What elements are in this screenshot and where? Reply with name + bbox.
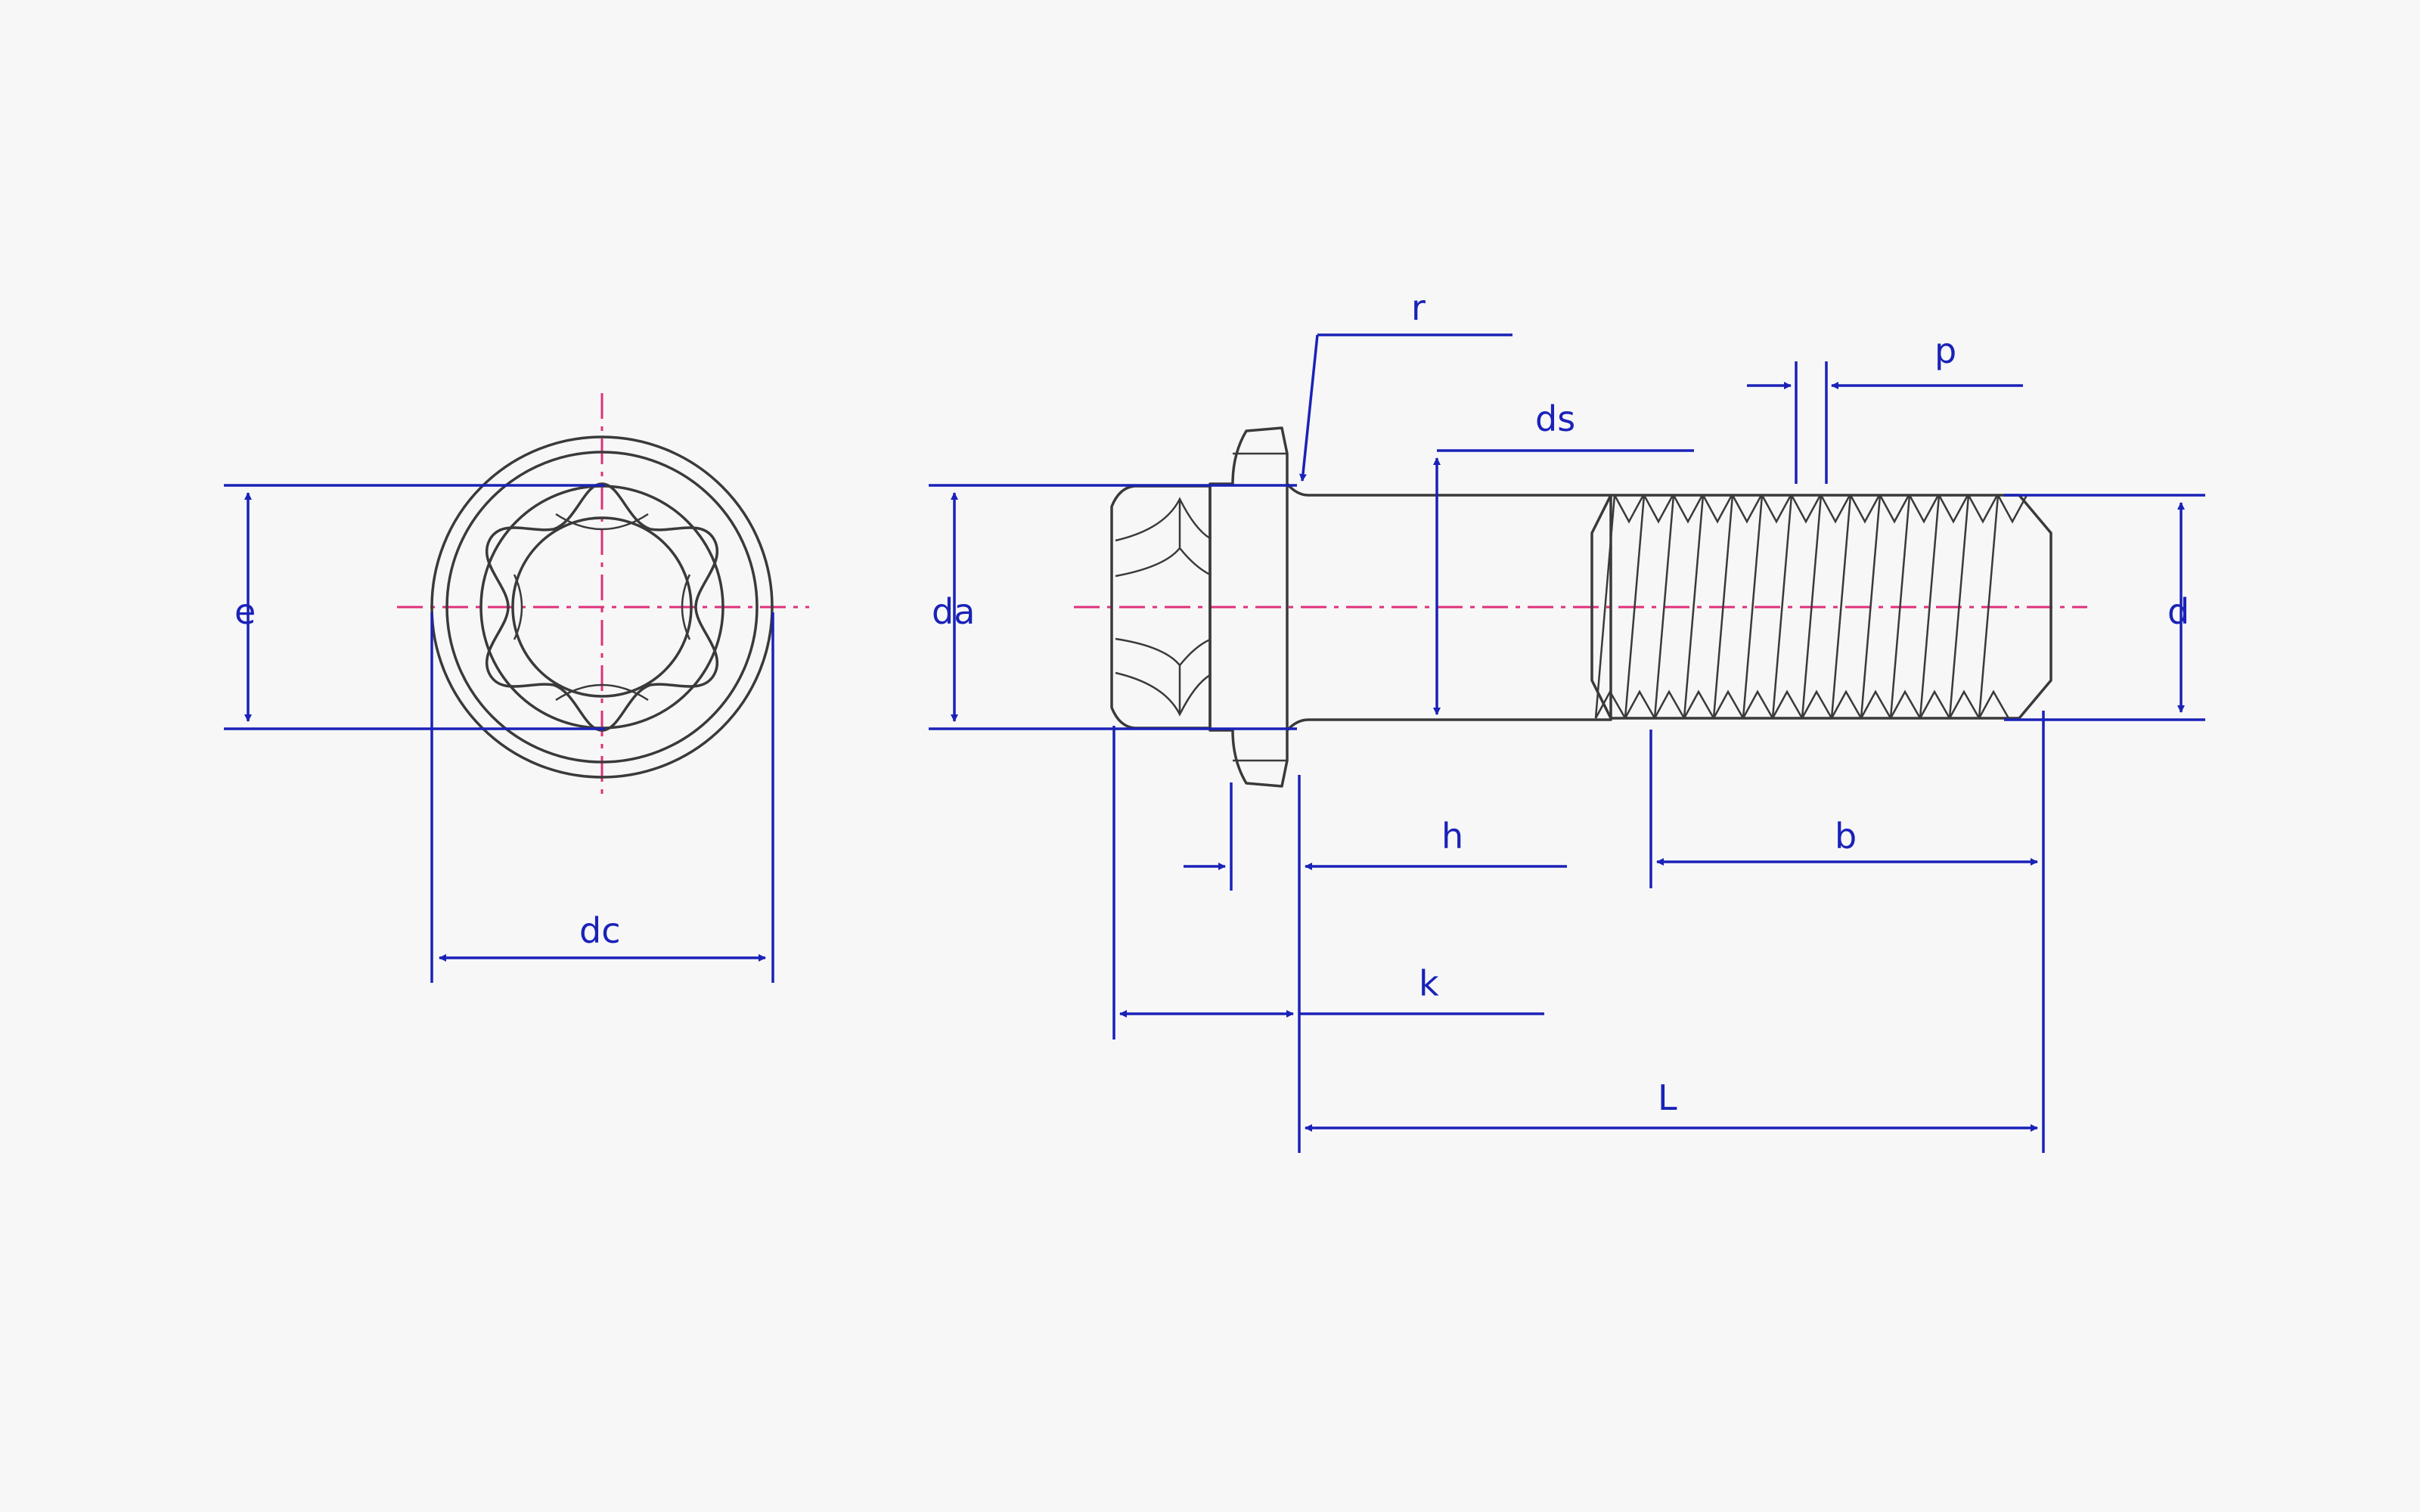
L-label: L	[1658, 1077, 1677, 1118]
h-label: h	[1441, 816, 1463, 857]
flange-outer-circle	[430, 435, 774, 779]
flange-inner-circle	[445, 451, 759, 764]
side-view: r ds p da d h b	[929, 287, 2205, 1153]
twelve-point-drive-outline	[485, 482, 719, 732]
drive-lobe-detail	[513, 513, 691, 702]
r-label: r	[1411, 287, 1426, 328]
e-label: e	[234, 591, 256, 632]
dc-label: dc	[579, 910, 621, 951]
p-label: p	[1934, 330, 1956, 371]
drive-recess-circle	[511, 516, 693, 698]
b-label: b	[1835, 816, 1857, 857]
thread-crests	[1594, 494, 2028, 719]
shank-outline	[1286, 482, 1612, 732]
end-view: e dc	[224, 393, 809, 983]
r-leader-line	[1298, 334, 1319, 482]
d-label: d	[2167, 591, 2189, 632]
bolt-head-flutes	[1115, 497, 1211, 717]
thread-lines	[1594, 494, 2000, 719]
k-label: k	[1419, 963, 1439, 1004]
da-label: da	[932, 591, 975, 632]
ds-label: ds	[1535, 398, 1575, 439]
